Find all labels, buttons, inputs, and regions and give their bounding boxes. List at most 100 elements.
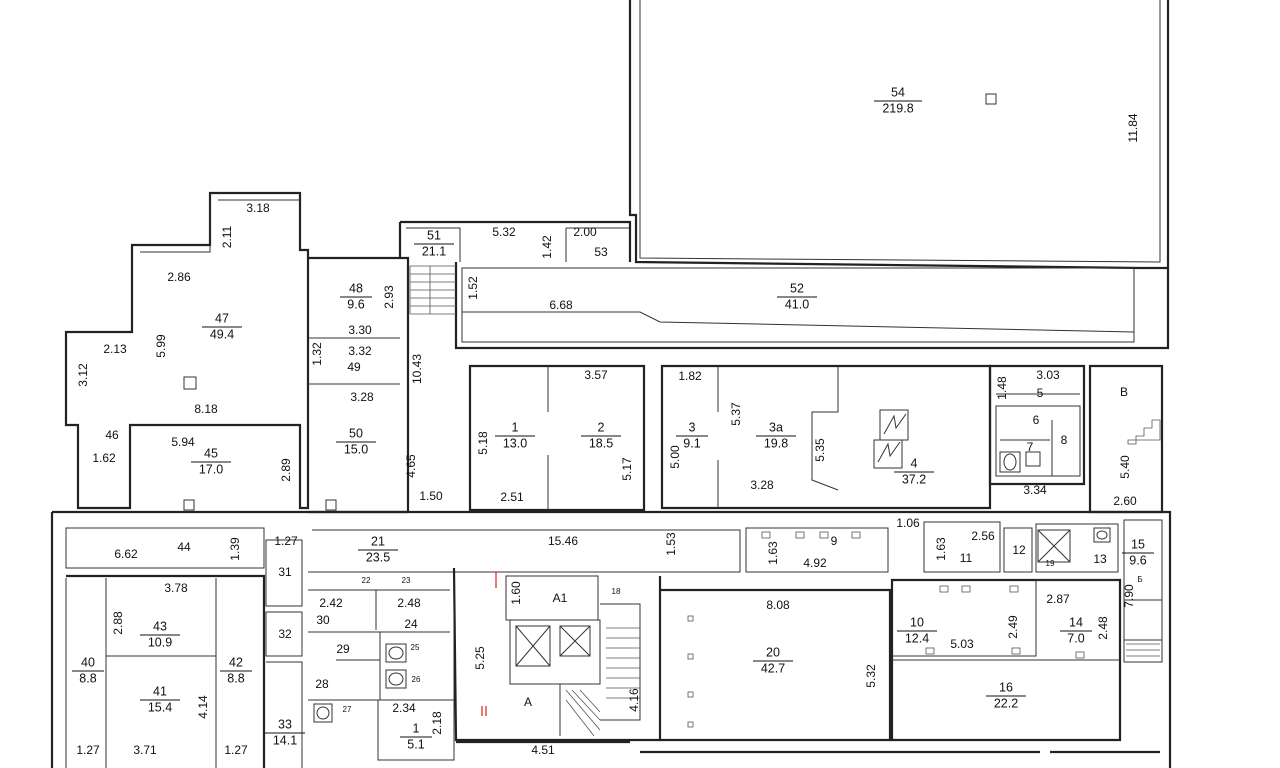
dimension-label: 1.82 [678, 369, 702, 383]
room-area: 17.0 [199, 462, 223, 476]
room-number: 49 [347, 360, 361, 374]
dimension-label: 5.25 [473, 646, 487, 670]
room-label: 113.0 [495, 420, 535, 450]
room-area: 21.1 [422, 244, 446, 258]
room-label: 437.2 [894, 456, 934, 486]
room-label: B [1120, 385, 1128, 399]
room-number: 33 [278, 717, 292, 731]
dimension-label: 2.42 [319, 596, 343, 610]
room-label: 7 [1027, 440, 1034, 454]
room-number: 52 [790, 281, 804, 295]
room-label: 159.6 [1122, 537, 1154, 567]
dimension-label: 4.92 [803, 556, 827, 570]
dimension-label: 2.18 [430, 711, 444, 735]
room-area: 14.1 [273, 733, 297, 747]
sanitary-fixture-icon [313, 451, 1111, 723]
room-number: 31 [278, 565, 292, 579]
room-area: 23.5 [366, 550, 390, 564]
room-number: 28 [315, 677, 329, 691]
dimension-label: 5.40 [1118, 455, 1132, 479]
room-number: 26 [412, 675, 421, 684]
dimension-label: 5.03 [950, 637, 974, 651]
room-label: 52 41.0 [777, 281, 817, 311]
room-label: 26 [412, 675, 421, 684]
room-label: 13 [1093, 552, 1107, 566]
room-number: 22 [362, 576, 371, 585]
room-number: A [524, 695, 532, 709]
room-area: 12.4 [905, 631, 929, 645]
dimension-label: 2.13 [103, 342, 127, 356]
dimension-label: 2.86 [167, 270, 191, 284]
dimension-label: 8.08 [766, 598, 790, 612]
room-label: 18 [612, 587, 621, 596]
room-label: 53 [594, 245, 608, 259]
dimension-label: 1.27 [224, 743, 248, 757]
dimension-label: 2.88 [111, 611, 125, 635]
dimension-label: 3.78 [164, 581, 188, 595]
room-label: 428.8 [220, 655, 252, 685]
room-number: 10 [910, 615, 924, 629]
room-number: 21 [371, 534, 385, 548]
dimension-label: 1.60 [509, 581, 523, 605]
room-label: 31 [278, 565, 292, 579]
dimension-label: 2.60 [1113, 494, 1137, 508]
room-label: 11 [960, 551, 973, 565]
dimension-label: 3.71 [133, 743, 157, 757]
dimension-label: 5.00 [668, 445, 682, 469]
dimension-label: 3.57 [584, 368, 608, 382]
fixtures [183, 93, 1161, 737]
room-number: 1 [413, 721, 420, 735]
dimension-label: 1.06 [896, 516, 920, 530]
column-marker [325, 499, 337, 511]
room-area: 9.6 [1129, 553, 1146, 567]
dimension-label: 2.87 [1046, 592, 1070, 606]
room-number: 45 [204, 446, 218, 460]
room-label: 408.8 [72, 655, 104, 685]
room-area: 41.0 [785, 297, 809, 311]
room-area: 37.2 [902, 472, 926, 486]
room-area: 19.8 [764, 436, 788, 450]
dimension-label: 4.14 [196, 695, 210, 719]
dimension-label: 5.37 [729, 402, 743, 426]
room-area: 9.6 [347, 297, 364, 311]
room-label: 218.5 [581, 420, 621, 450]
room-number: 1 [512, 420, 519, 434]
room-number: 44 [177, 540, 191, 554]
dimension-label: 2.00 [573, 225, 597, 239]
room-label: 28 [315, 677, 329, 691]
room-number: 42 [229, 655, 243, 669]
dimension-label: 3.28 [350, 390, 374, 404]
room-label: 15.1 [400, 721, 432, 751]
dimension-label: 2.49 [1006, 615, 1020, 639]
dimension-label: 1.62 [92, 451, 116, 465]
dimension-label: 2.34 [392, 701, 416, 715]
dimension-label: 2.93 [382, 285, 396, 309]
room-number: 9 [831, 534, 838, 548]
room-area: 8.8 [227, 671, 244, 685]
dimension-label: 2.11 [220, 225, 234, 248]
room-number: 29 [336, 642, 350, 656]
room-number: 2 [598, 420, 605, 434]
dimension-label: 5.94 [171, 435, 195, 449]
elevator-shaft-icon [515, 529, 1071, 667]
room-label: 12 [1012, 543, 1026, 557]
room-area: 42.7 [761, 661, 785, 675]
dimension-label: 4.65 [404, 454, 418, 478]
dimension-label: 1.50 [419, 489, 443, 503]
dimension-label: 1.53 [664, 532, 678, 556]
room-label: 25 [411, 643, 420, 652]
dimension-label: 4.16 [627, 688, 641, 712]
room-number: 11 [960, 551, 973, 565]
room-label: 33 14.1 [265, 717, 305, 747]
room-number: 12 [1012, 543, 1026, 557]
dimension-label: 1.63 [766, 541, 780, 565]
dimension-label: 11.84 [1126, 113, 1140, 142]
dimension-label: 3.12 [76, 363, 90, 387]
